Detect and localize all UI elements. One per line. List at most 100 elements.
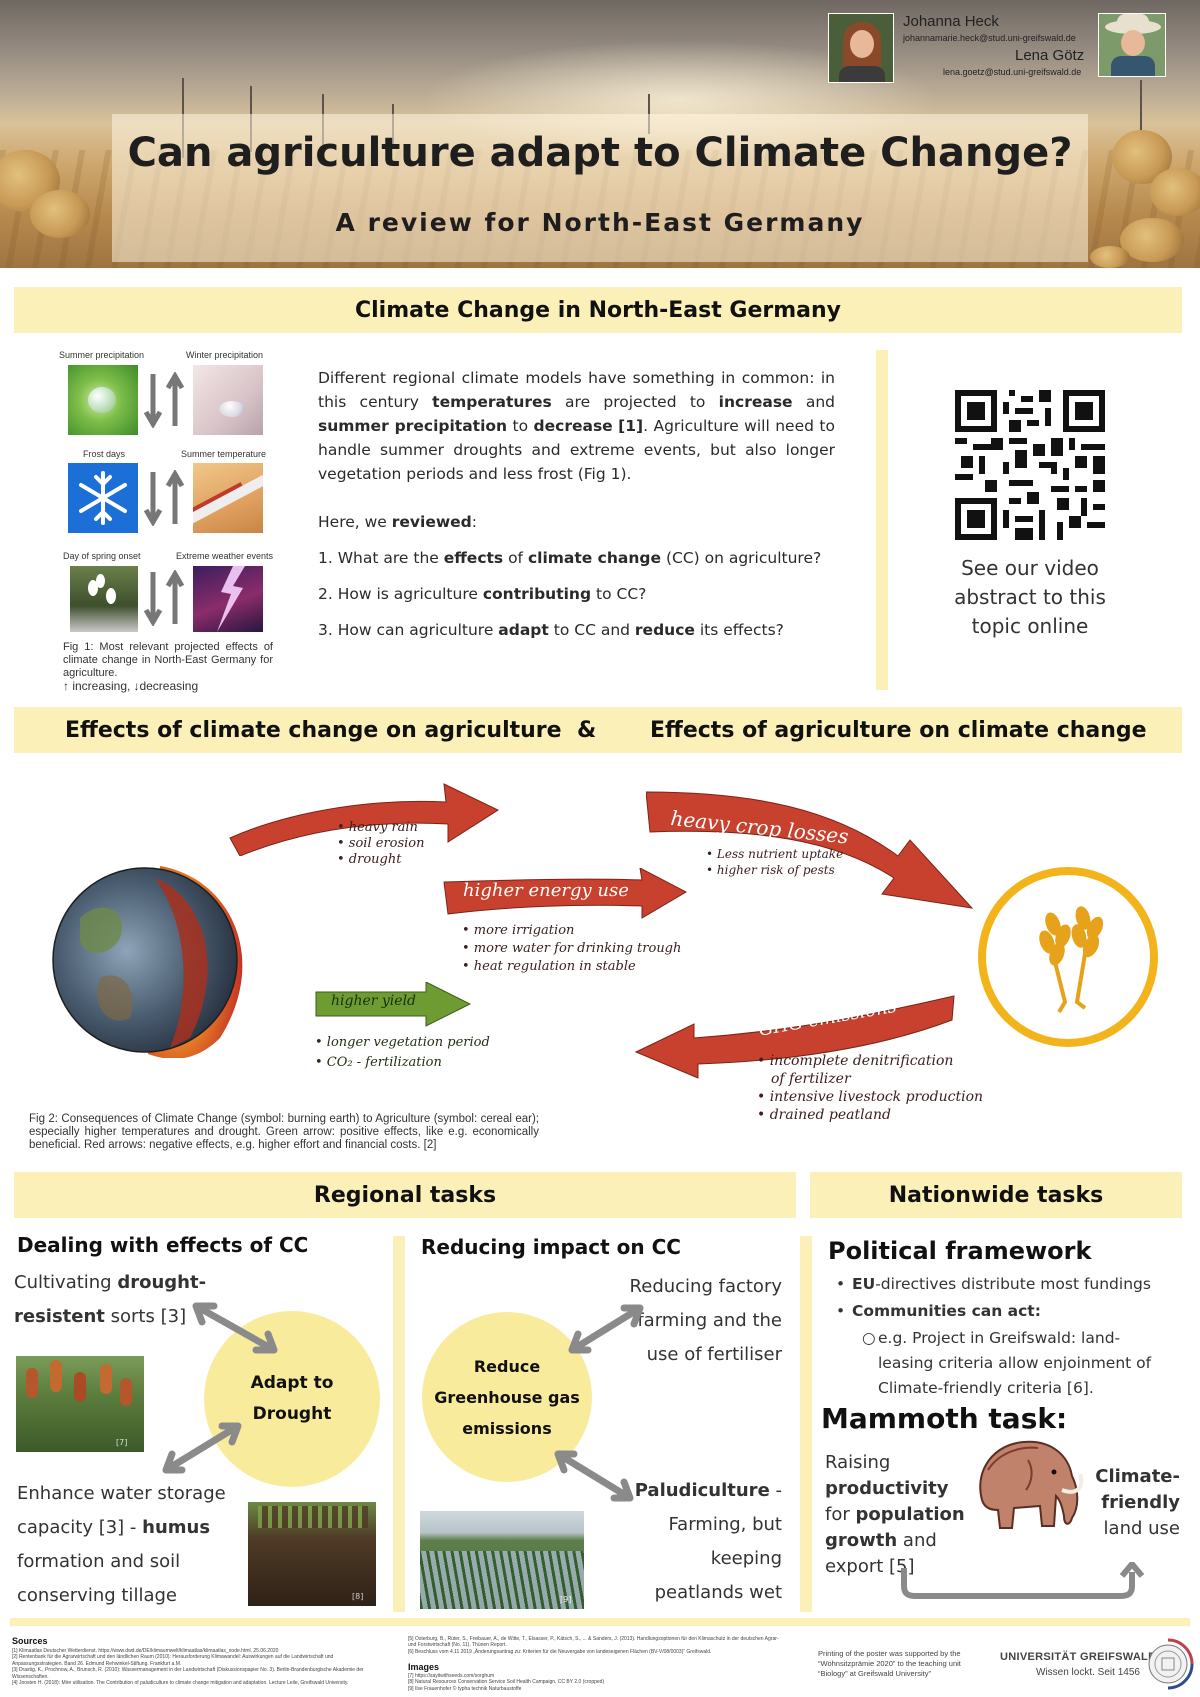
sources-mid: [5] Osterburg, B., Rüter, S., Freibauer,… xyxy=(408,1636,779,1655)
snowdrop-flower-image xyxy=(70,566,138,632)
section-heading-nationwide: Nationwide tasks xyxy=(810,1172,1182,1218)
notes-higher-energy-use: • more irrigation • more water for drink… xyxy=(462,923,682,974)
cereal-ear-icon xyxy=(978,867,1158,1047)
author-name-lena: Lena Götz xyxy=(1015,47,1085,64)
notes-insecure-harvest: • heavy rain • soil erosion • drought xyxy=(337,820,425,867)
section-heading-regional: Regional tasks xyxy=(14,1172,796,1218)
water-drop-leaf-image xyxy=(68,365,138,435)
image-ref: [9] xyxy=(560,1595,572,1604)
author-photo-lena xyxy=(1098,13,1166,77)
political-bullets: •EU-directives distribute most fundings … xyxy=(836,1272,1172,1401)
sources-heading: Sources xyxy=(12,1636,48,1646)
heading-ampersand: & xyxy=(577,717,597,743)
drought-resistent-text: Cultivating drought-resistent sorts [3] xyxy=(14,1272,207,1327)
list-item: ○e.g. Project in Greifswald: land-leasin… xyxy=(862,1329,1152,1397)
soil-image: [8] xyxy=(248,1502,376,1606)
author-email-johanna: johannamarie.heck@stud.uni-greifswald.de xyxy=(903,33,1076,43)
hay-bale xyxy=(1120,218,1184,262)
university-seal-icon xyxy=(1148,1638,1194,1690)
double-arrow xyxy=(192,1302,278,1354)
reviewed-line: Here, we reviewed: xyxy=(318,513,478,531)
arrow-heavy-crop-losses xyxy=(646,791,974,909)
sorghum-image: [7] xyxy=(16,1356,144,1452)
arrow-higher-yield xyxy=(315,982,472,1027)
arrow-ghg-emissions xyxy=(634,995,955,1079)
heading-right: Effects of agriculture on climate change xyxy=(650,717,1147,743)
snowflake-icon xyxy=(68,463,138,533)
hay-bale xyxy=(30,190,90,238)
list-item: 1. What are the effects of climate chang… xyxy=(318,549,822,567)
poster-subtitle: A review for North-East Germany xyxy=(335,208,865,237)
fig1-label: Winter precipitation xyxy=(186,350,264,360)
images-mid: [7] https://sayitwithseeds.com/sorghum [… xyxy=(408,1673,605,1692)
fig1-label: Summer temperature xyxy=(181,449,267,459)
fig1-label: Day of spring onset xyxy=(63,551,141,561)
list-item: •Communities can act: xyxy=(836,1302,1041,1320)
mammoth-task-heading: Mammoth task: xyxy=(821,1402,1068,1435)
list-item: •EU-directives distribute most fundings xyxy=(836,1275,1151,1293)
double-arrow xyxy=(162,1422,242,1474)
notes-heavy-crop-losses: • Less nutrient uptake • higher risk of … xyxy=(706,847,844,877)
fig1-arrows-decrease-increase xyxy=(143,470,185,526)
section-heading-climate-change: Climate Change in North-East Germany xyxy=(14,287,1182,333)
heading-left: Effects of climate change on agriculture xyxy=(65,717,562,743)
paludiculture-text: Paludiculture - Farming, but keeping pea… xyxy=(634,1480,782,1603)
poster-title: Can agriculture adapt to Climate Change? xyxy=(127,130,1073,176)
cycle-arrow xyxy=(901,1562,1144,1599)
political-framework-heading: Political framework xyxy=(828,1237,1092,1265)
fig1-label: Frost days xyxy=(83,449,126,459)
review-questions: 1. What are the effects of climate chang… xyxy=(318,546,838,654)
mammoth-icon xyxy=(979,1440,1084,1529)
notes-ghg-emissions: • incomplete denitrification of fertiliz… xyxy=(757,1053,984,1123)
reducing-factory-text: Reducing factory farming and the use of … xyxy=(629,1276,782,1365)
qr-code[interactable] xyxy=(955,390,1105,540)
arrow-label-higher-yield: higher yield xyxy=(331,993,417,1009)
fig1-label: Summer precipitation xyxy=(59,350,145,360)
rice-field-image: [9] xyxy=(420,1511,584,1609)
double-arrow xyxy=(554,1450,634,1502)
author-photo-johanna xyxy=(828,13,894,83)
double-arrow xyxy=(568,1304,644,1354)
fig1-label: Extreme weather events xyxy=(176,551,274,561)
footer-rule xyxy=(10,1618,1190,1626)
mammoth-right-text: Climate- friendly land use xyxy=(1095,1466,1180,1539)
author-email-lena: lena.goetz@stud.uni-greifswald.de xyxy=(943,67,1082,77)
sources-left: [1] Klimaatlas Deutscher Wetterdienst. h… xyxy=(12,1648,364,1687)
author-name-johanna: Johanna Heck xyxy=(903,13,999,30)
fig1-arrows-decrease-increase xyxy=(143,372,185,428)
winter-drop-image xyxy=(193,365,263,435)
burning-earth-icon xyxy=(52,866,243,1058)
header-banner: Johanna Heck johannamarie.heck@stud.uni-… xyxy=(0,0,1200,268)
dealing-heading: Dealing with effects of CC xyxy=(17,1233,309,1257)
reducing-heading: Reducing impact on CC xyxy=(421,1235,681,1259)
arrow-higher-energy-use xyxy=(443,868,688,919)
arrow-insecure-harvest xyxy=(229,783,500,856)
qr-caption: See our video abstract to this topic onl… xyxy=(954,556,1106,638)
mammoth-left-text: Raising productivity for population grow… xyxy=(825,1452,965,1577)
water-storage-text: Enhance water storage capacity [3] - hum… xyxy=(17,1483,226,1606)
divider-bar xyxy=(800,1236,812,1612)
university-name: UNIVERSITÄT GREIFSWALD xyxy=(1000,1651,1157,1663)
power-pole xyxy=(1140,80,1142,140)
lightning-image xyxy=(193,566,263,632)
section-heading-effects: Effects of climate change on agriculture… xyxy=(14,707,1182,753)
printing-note: Printing of the poster was supported by … xyxy=(818,1649,961,1678)
notes-higher-yield: • longer vegetation period • CO₂ - ferti… xyxy=(315,1035,490,1070)
image-ref: [8] xyxy=(352,1592,364,1601)
title-box: Can agriculture adapt to Climate Change?… xyxy=(112,114,1088,262)
fig1-arrows-decrease-increase xyxy=(143,570,185,626)
university-tagline: Wissen lockt. Seit 1456 xyxy=(1036,1667,1140,1678)
fig1-caption: Fig 1: Most relevant projected effects o… xyxy=(63,641,273,693)
images-heading: Images xyxy=(408,1662,440,1672)
fig2-caption: Fig 2: Consequences of Climate Change (s… xyxy=(29,1113,539,1151)
divider-bar xyxy=(876,350,888,690)
thermometer-image xyxy=(193,463,263,533)
divider-bar xyxy=(393,1236,405,1612)
intro-paragraph: Different regional climate models have s… xyxy=(318,369,835,483)
list-item: 2. How is agriculture contributing to CC… xyxy=(318,585,647,603)
arrow-label-higher-energy-use: higher energy use xyxy=(463,880,629,901)
list-item: 3. How can agriculture adapt to CC and r… xyxy=(318,621,784,639)
hay-bale xyxy=(1150,168,1200,216)
hay-bale xyxy=(1090,246,1130,268)
